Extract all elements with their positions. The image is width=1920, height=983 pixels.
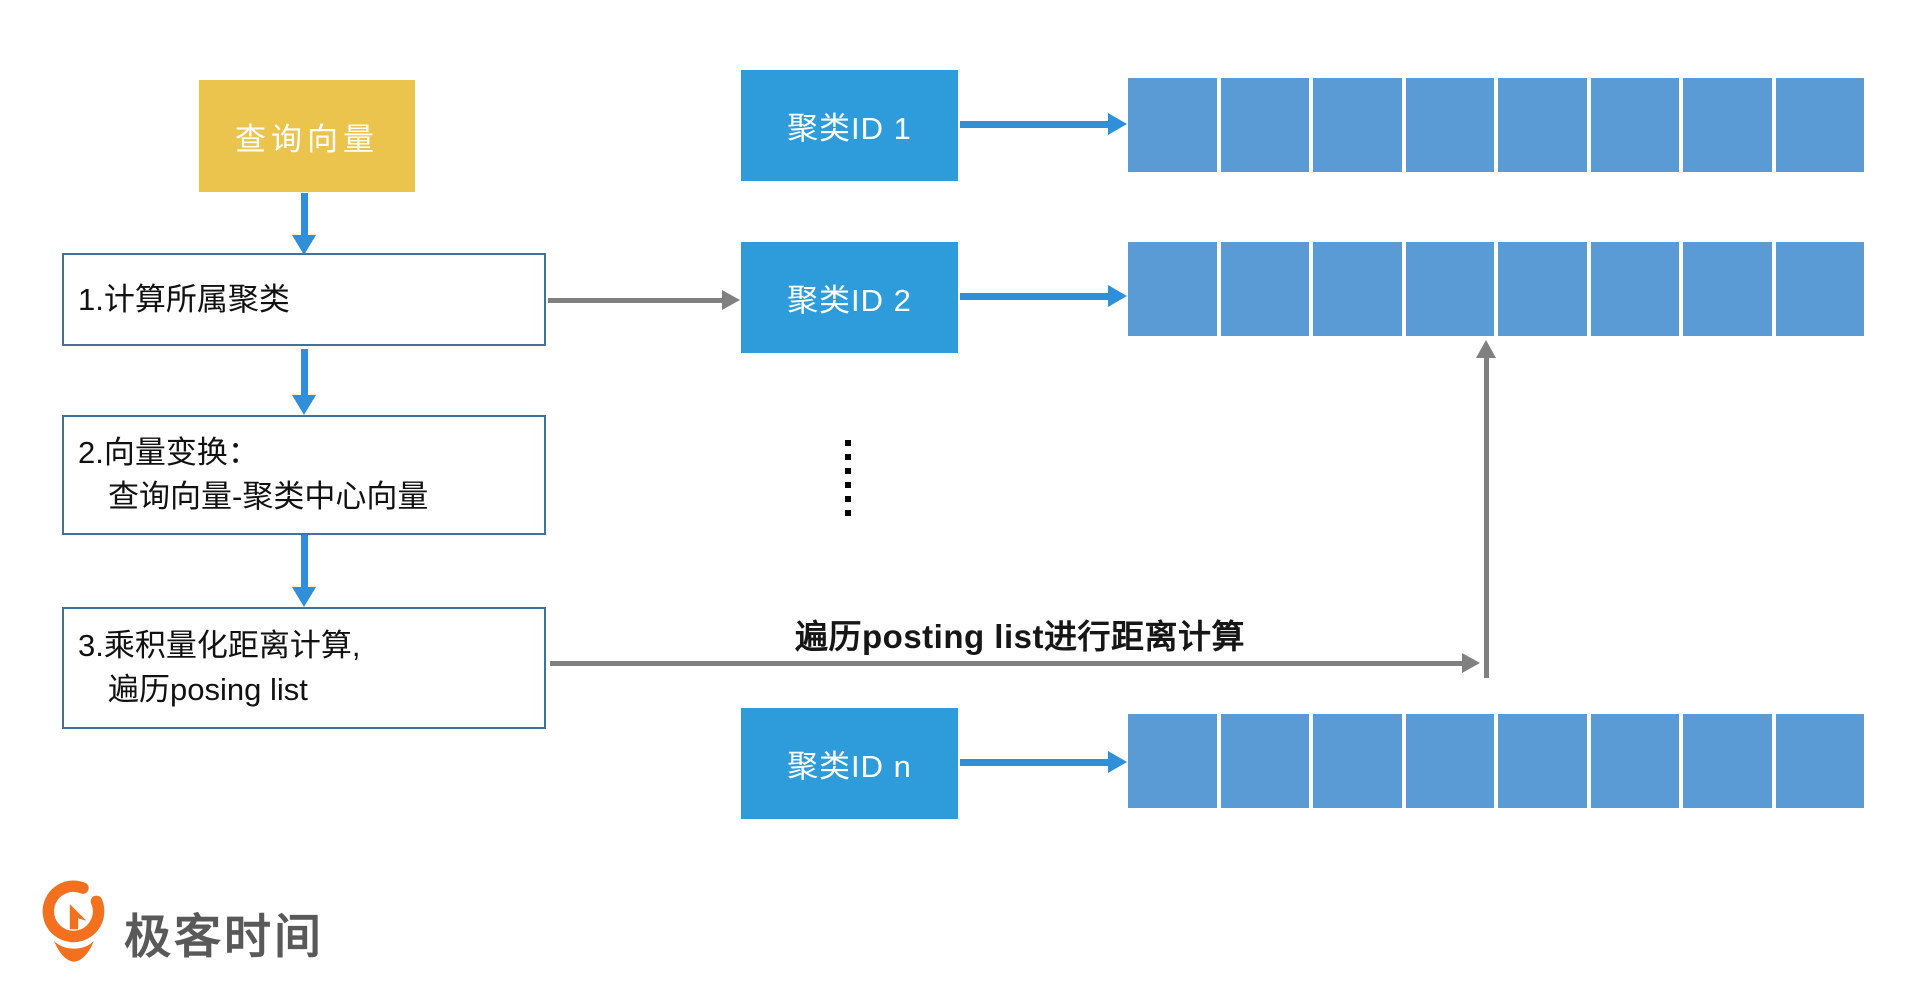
ellipsis-dot — [845, 468, 851, 474]
step-3-text-line-2: 遍历posing list — [108, 672, 308, 707]
posting-list-cell — [1683, 242, 1772, 336]
posting-list-cell — [1590, 78, 1679, 172]
ellipsis-dot — [845, 440, 851, 446]
traverse-posting-list-label: 遍历posting list进行距离计算 — [795, 618, 1245, 655]
ellipsis-dot — [845, 510, 851, 516]
posting-list-row-2 — [1128, 242, 1864, 336]
ellipsis-dot — [845, 482, 851, 488]
gray-arrow-step3-horizontal-head — [1462, 653, 1480, 673]
posting-list-cell — [1405, 242, 1494, 336]
vertical-ellipsis — [845, 440, 851, 516]
step-3-box: 3.乘积量化距离计算, 遍历posing list — [62, 607, 546, 729]
right-arrow-cluster-n — [960, 759, 1108, 766]
posting-list-cell — [1313, 714, 1402, 808]
cluster-id-n-box: 聚类ID n — [741, 708, 958, 819]
posting-list-cell — [1220, 714, 1309, 808]
step-2-text-line-2: 查询向量-聚类中心向量 — [108, 479, 429, 514]
cluster-id-2-box: 聚类ID 2 — [741, 242, 958, 353]
query-vector-box: 查询向量 — [199, 80, 415, 192]
posting-list-row-n — [1128, 714, 1864, 808]
gray-arrow-step1-to-cluster2-head — [722, 290, 740, 310]
ellipsis-dot — [845, 496, 851, 502]
step-2-text-line-1: 2.向量变换： — [78, 435, 259, 470]
posting-list-cell — [1313, 78, 1402, 172]
geektime-logo-text: 极客时间 — [124, 909, 324, 963]
down-arrow-1-head — [292, 235, 316, 255]
posting-list-cell — [1220, 78, 1309, 172]
step-2-box: 2.向量变换： 查询向量-聚类中心向量 — [62, 415, 546, 535]
posting-list-cell — [1683, 714, 1772, 808]
posting-list-cell — [1590, 714, 1679, 808]
posting-list-cell — [1775, 242, 1864, 336]
cluster-id-1-box: 聚类ID 1 — [741, 70, 958, 181]
posting-list-cell — [1590, 242, 1679, 336]
right-arrow-cluster1 — [960, 121, 1108, 128]
right-arrow-cluster2 — [960, 293, 1108, 300]
ellipsis-dot — [845, 454, 851, 460]
posting-list-cell — [1405, 78, 1494, 172]
step-3-text-line-1: 3.乘积量化距离计算, — [78, 628, 361, 663]
step-1-text: 1.计算所属聚类 — [78, 281, 290, 317]
geektime-logo: 极客时间 — [42, 878, 324, 968]
posting-list-cell — [1775, 78, 1864, 172]
posting-list-cell — [1220, 242, 1309, 336]
posting-list-cell — [1128, 242, 1217, 336]
gray-arrow-step1-to-cluster2 — [548, 298, 722, 303]
posting-list-cell — [1405, 714, 1494, 808]
posting-list-cell — [1498, 242, 1587, 336]
step-1-box: 1.计算所属聚类 — [62, 253, 546, 346]
gray-arrow-step3-horizontal — [550, 661, 1462, 666]
right-arrow-cluster1-head — [1108, 113, 1127, 135]
geektime-logo-icon — [42, 880, 105, 962]
posting-list-cell — [1313, 242, 1402, 336]
right-arrow-cluster-n-head — [1108, 751, 1127, 773]
down-arrow-1 — [301, 193, 308, 235]
down-arrow-2 — [301, 349, 308, 395]
gray-arrow-up-to-row2-head — [1476, 340, 1496, 358]
gray-arrow-up-to-row2 — [1484, 358, 1489, 678]
down-arrow-3-head — [292, 587, 316, 607]
posting-list-cell — [1498, 714, 1587, 808]
down-arrow-3 — [301, 535, 308, 587]
posting-list-cell — [1128, 714, 1217, 808]
posting-list-cell — [1683, 78, 1772, 172]
down-arrow-2-head — [292, 395, 316, 415]
posting-list-cell — [1498, 78, 1587, 172]
right-arrow-cluster2-head — [1108, 285, 1127, 307]
posting-list-cell — [1775, 714, 1864, 808]
posting-list-cell — [1128, 78, 1217, 172]
posting-list-row-1 — [1128, 78, 1864, 172]
